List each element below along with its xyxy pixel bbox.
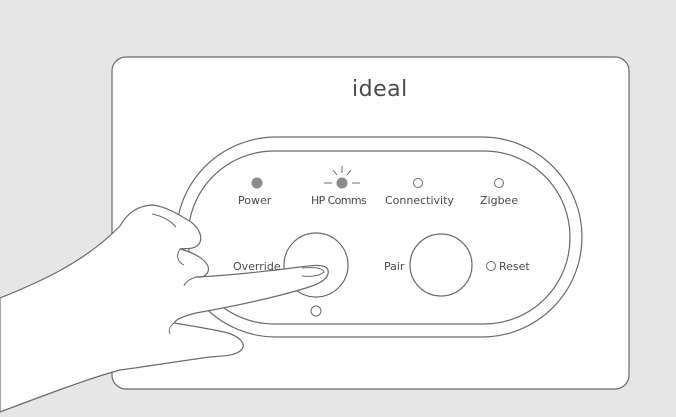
pair-button-label: Pair — [384, 260, 404, 273]
override-led — [311, 306, 321, 316]
reset-label: Reset — [499, 260, 530, 273]
brand-logo: ideal — [352, 77, 408, 103]
power-led-label: Power — [238, 194, 271, 207]
hp-comms-led-label: HP Comms — [311, 194, 366, 207]
pair-button[interactable] — [410, 234, 472, 296]
reset-pinhole[interactable] — [487, 262, 496, 271]
override-button-label: Override — [233, 260, 281, 273]
connectivity-led-label: Connectivity — [385, 194, 454, 207]
power-led — [252, 178, 263, 189]
zigbee-led-label: Zigbee — [480, 194, 518, 207]
zigbee-led — [495, 179, 504, 188]
connectivity-led — [414, 179, 423, 188]
